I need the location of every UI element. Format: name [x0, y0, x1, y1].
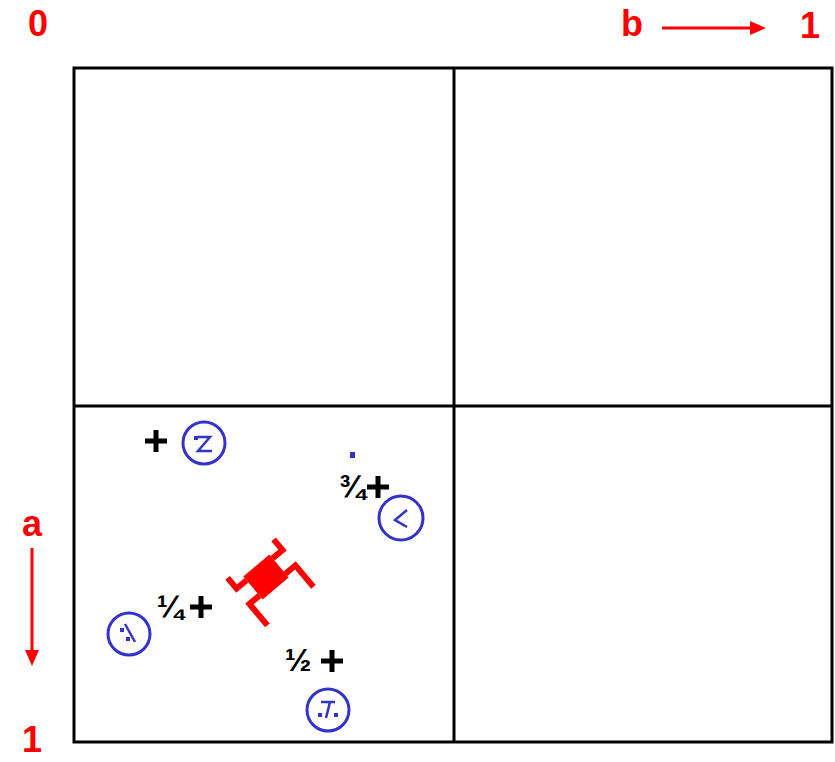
fraction-label: ¾	[339, 470, 366, 502]
crosses	[145, 430, 389, 672]
axis-label: 0	[28, 6, 48, 42]
grid	[74, 68, 832, 742]
axis-label: 1	[22, 722, 42, 758]
grid-outline	[74, 68, 832, 742]
axis-arrow	[31, 548, 34, 652]
axis-label: b	[621, 6, 643, 42]
cross-marker	[367, 476, 389, 498]
grid-line	[74, 405, 832, 408]
cross-marker	[190, 596, 212, 618]
cross-marker	[321, 650, 343, 672]
axis-arrow	[662, 27, 752, 30]
arrow-head	[750, 21, 766, 35]
landmark-symbol	[183, 422, 225, 464]
arrow-head	[25, 650, 39, 666]
axis-arrows	[25, 21, 766, 666]
landmark-symbol	[307, 689, 349, 731]
landmarks	[108, 422, 423, 731]
axis-label: a	[22, 506, 42, 542]
robot	[228, 539, 314, 625]
axis-label: 1	[800, 8, 820, 44]
fraction-label: ½	[285, 644, 312, 676]
fraction-label: ¼	[157, 590, 184, 622]
cross-marker	[145, 430, 167, 452]
landmark-symbol	[379, 496, 423, 540]
landmark-symbol	[108, 613, 150, 655]
dot	[350, 452, 355, 458]
